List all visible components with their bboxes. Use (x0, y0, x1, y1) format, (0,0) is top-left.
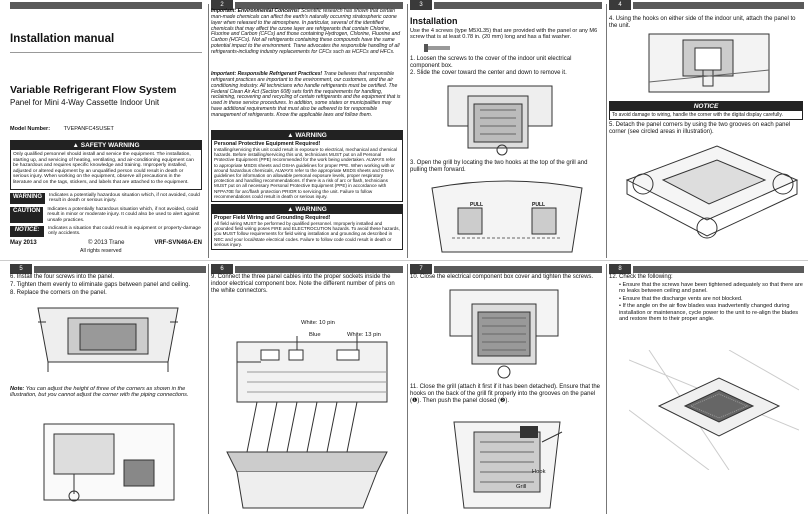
pull-label-left: PULL (470, 202, 484, 208)
label-white-10pin: White: 10 pin (301, 320, 335, 326)
check-panel: 8 12. Check the following: • Ensure that… (609, 264, 804, 514)
pull-label-right: PULL (532, 202, 546, 208)
step-1: 1. Loosen the screws to the cover of the… (410, 56, 572, 69)
step-11: 11. Close the grill (attach it first if … (410, 384, 600, 404)
notice-box: NOTICE To avoid damage to wiring, handle… (609, 101, 803, 121)
step-3: 3. Open the grill by locating the two ho… (410, 160, 588, 173)
notice-text: To avoid damage to wiring, handle the co… (612, 112, 783, 118)
signal-caution: CAUTION Indicates a potentially hazardou… (10, 206, 202, 224)
wiring-illustration (226, 336, 388, 509)
notice-heading: NOTICE (610, 102, 802, 111)
step-2: 2. Slide the cover toward the center and… (410, 70, 567, 76)
pub-date: May 2013 (10, 240, 37, 246)
page-tab-4: 4 (609, 0, 631, 10)
screws-panel: 5 6. Install the four screws into the pa… (10, 264, 206, 514)
cover-removal-illustration (447, 85, 553, 156)
safety-heading: ▲ SAFETY WARNING (11, 141, 201, 150)
step-6: 6. Install the four screws into the pane… (10, 274, 115, 280)
installation-panel: 3 Installation Use the 4 screws (type M5… (410, 0, 602, 258)
signal-warning: WARNING Indicates a potentially hazardou… (10, 193, 202, 204)
resp-practices: Important: Responsible Refrigerant Pract… (211, 71, 401, 118)
ppe-title: Personal Protective Equipment Required! (214, 141, 321, 147)
rights: All rights reserved (80, 248, 122, 254)
manual-title: Installation manual (10, 33, 115, 45)
screw-illustration (424, 44, 450, 52)
ppe-warning-box: ▲ WARNING Personal Protective Equipment … (211, 130, 403, 203)
installation-heading: Installation (410, 16, 458, 26)
warning-triangle-icon: ▲ (287, 206, 296, 213)
model-value: TVEPANFC4SUSET (63, 126, 114, 132)
wiring-warning-box: ▲ WARNING Proper Field Wiring and Ground… (211, 204, 403, 251)
step-12: 12. Check the following: (609, 274, 673, 280)
wiring-text: All field wiring MUST be performed by qu… (214, 221, 400, 247)
grill-label: Grill (516, 484, 527, 490)
page-tab-6: 6 (211, 264, 233, 274)
check-list: • Ensure that the screws have been tight… (619, 282, 803, 322)
product-subtitle: Panel for Mini 4-Way Cassette Indoor Uni… (10, 98, 160, 107)
page-tab-5: 5 (10, 264, 32, 274)
env-concerns: Important: Environmental Concerns! Scien… (211, 8, 401, 55)
corner-adjust-illustration (43, 423, 175, 502)
doc-number: VRF-SVN46A-EN (154, 240, 202, 246)
wiring-panel: 6 9. Connect the three panel cables into… (211, 264, 403, 514)
check-item: • Ensure that the screws have been tight… (619, 282, 803, 295)
warning-triangle-icon: ▲ (287, 132, 296, 139)
grill-hooks-illustration (431, 180, 583, 253)
ppe-text: Installing/servicing this unit could res… (214, 147, 398, 199)
panel-corners-illustration (625, 145, 799, 239)
label-white-13pin: White: 13 pin (347, 332, 381, 338)
product-title: Variable Refrigerant Flow System (10, 84, 177, 96)
step-8: 8. Replace the corners on the panel. (10, 290, 107, 296)
page-tab-3: 3 (410, 0, 432, 10)
hooks-panel: 4 4. Using the hooks on either side of t… (609, 0, 804, 258)
model-label: Model Number: (10, 126, 51, 132)
check-item: • If the angle on the air flow blades wa… (619, 303, 799, 323)
step-4: 4. Using the hooks on either side of the… (609, 16, 796, 29)
safety-warning-box: ▲ SAFETY WARNING Only qualified personne… (10, 140, 202, 190)
ceiling-panel-illustration (629, 350, 799, 470)
concerns-panel: 2 Important: Environmental Concerns! Sci… (211, 0, 403, 258)
warning-triangle-icon: ▲ (72, 142, 81, 149)
label-blue: Blue (309, 332, 321, 338)
install-intro: Use the 4 screws (type M5XL35) that are … (410, 28, 598, 41)
grill-close-illustration (453, 421, 563, 509)
hook-attach-illustration (648, 33, 770, 93)
close-box-illustration (449, 289, 559, 379)
close-panel: 7 10. Close the electrical component box… (410, 264, 602, 514)
step-9: 9. Connect the three panel cables into t… (211, 274, 395, 294)
wiring-title: Proper Field Wiring and Grounding Requir… (214, 215, 331, 221)
screws-illustration (37, 307, 179, 372)
signal-list: WARNING Indicates a potentially hazardou… (10, 193, 202, 237)
hook-label: Hook (532, 469, 546, 475)
page-tab-7: 7 (410, 264, 432, 274)
signal-notice: NOTICE: Indicates a situation that could… (10, 226, 202, 237)
step-10: 10. Close the electrical component box c… (410, 274, 594, 280)
page-tab-2: 2 (211, 0, 233, 10)
safety-text: Only qualified personnel should install … (13, 152, 194, 185)
screws-note: Note: You can adjust the height of three… (10, 386, 189, 399)
page-tab-8: 8 (609, 264, 631, 274)
check-item: • Ensure that the discharge vents are no… (619, 295, 743, 302)
cover-panel: Installation manual Variable Refrigerant… (10, 0, 202, 258)
step-5: 5. Detach the panel corners by using the… (609, 122, 791, 135)
copyright: © 2013 Trane (88, 240, 125, 246)
step-7: 7. Tighten them evenly to eliminate gaps… (10, 282, 191, 288)
